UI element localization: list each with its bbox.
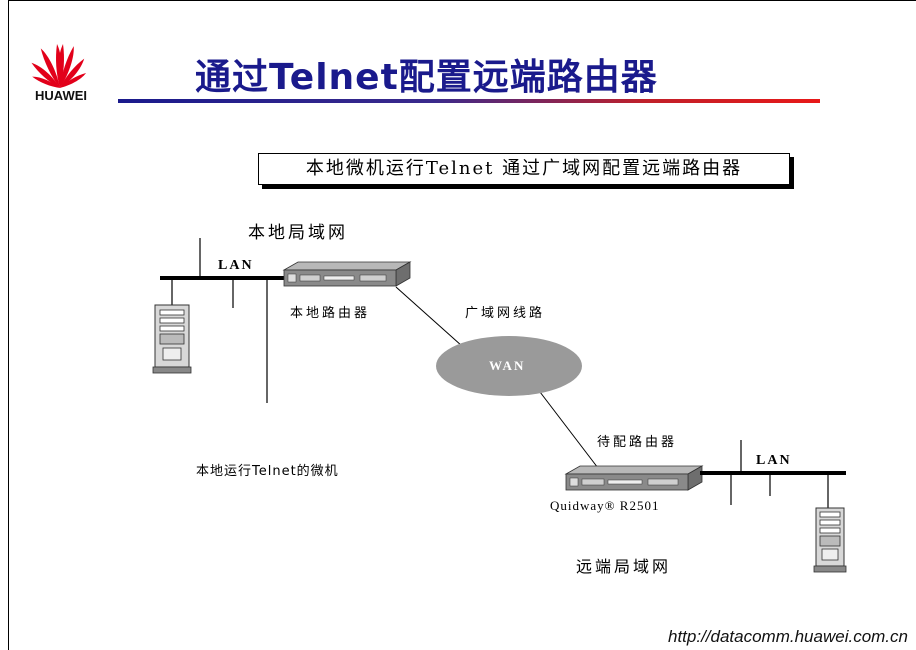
router-icon [564,465,704,491]
wan-link-remote [539,391,599,469]
page-title: 通过Telnet配置远端路由器 [195,57,658,98]
server-tower-icon [813,507,847,573]
wan-link-local [395,286,463,347]
page-frame-left [8,0,9,650]
wan-cloud [436,336,582,396]
title-underline [118,99,820,103]
diagram-caption: 本地微机运行Telnet 通过广域网配置远端路由器 [258,153,790,185]
local-router-label: 本地路由器 [290,306,371,321]
remote-lan-label: LAN [756,453,792,468]
remote-lan-title: 远端局域网 [576,557,672,576]
local-pc-label: 本地运行Telnet的微机 [196,464,339,479]
footer-url: http://datacomm.huawei.com.cn [667,627,908,646]
wan-label: WAN [489,358,526,373]
remote-router-label: 待配路由器 [597,435,678,450]
wan-link-label: 广域网线路 [465,306,546,321]
remote-router-model: Quidway® R2501 [550,498,660,513]
local-lan-title: 本地局域网 [248,223,348,243]
local-lan-label: LAN [218,258,254,273]
huawei-logo [31,44,87,88]
server-tower-icon [152,304,192,374]
page-frame-top [8,0,916,1]
router-icon [282,261,412,287]
brand-name: HUAWEI [35,88,87,103]
